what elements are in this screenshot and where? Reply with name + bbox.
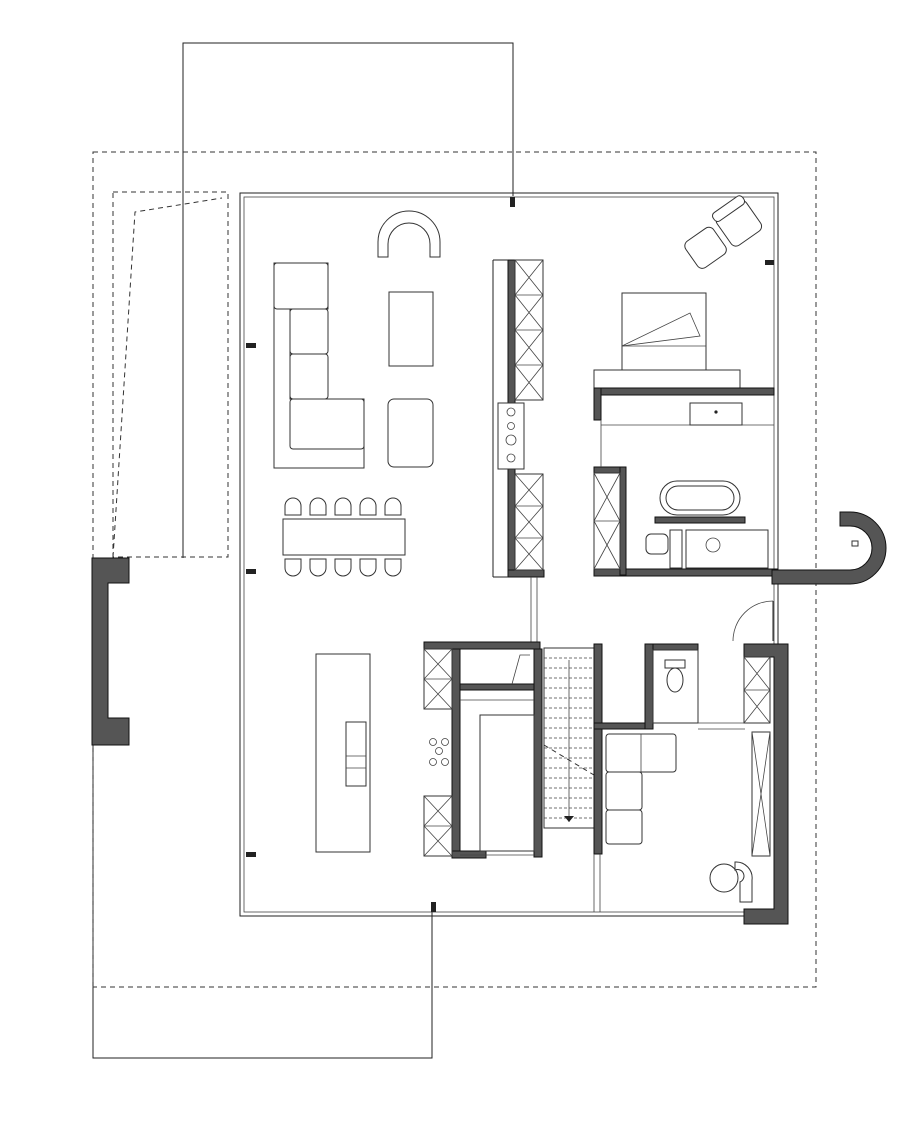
kitchen-cabinet-wall: [492, 259, 545, 578]
pergola-dashed: [112, 191, 229, 558]
structural-posts: [246, 197, 774, 912]
coffee-table: [388, 291, 434, 367]
roof-dashed-outline: [92, 151, 817, 988]
staircase-icon: [543, 647, 595, 829]
lower-terrace-outline: [92, 745, 433, 1059]
bed-icon: [593, 292, 741, 389]
core-walls: [423, 641, 543, 859]
master-bath-walls: [593, 387, 779, 577]
right-lower-wall: [743, 643, 789, 925]
dining-table-icon: [282, 497, 406, 577]
lounge-chairs-icon: [684, 195, 763, 269]
center-divider: [530, 577, 538, 644]
armchair-icon: [377, 210, 441, 258]
lounge-sofa-icon: [605, 733, 677, 845]
exterior-curved-wall: [771, 511, 887, 585]
entry-door-icon: [732, 600, 774, 642]
plant-icon: [429, 738, 449, 766]
upper-roof-outline: [182, 42, 514, 558]
ottoman: [387, 398, 434, 468]
guest-wc: [593, 643, 745, 855]
kitchen-island-icon: [315, 653, 371, 853]
interior-partitions: [593, 854, 601, 912]
left-exterior-wall: [91, 557, 130, 746]
glass-perimeter: [239, 192, 779, 917]
sectional-sofa-icon: [273, 262, 365, 469]
dining-chairs: [284, 497, 402, 577]
side-chair-icon: [709, 861, 753, 903]
